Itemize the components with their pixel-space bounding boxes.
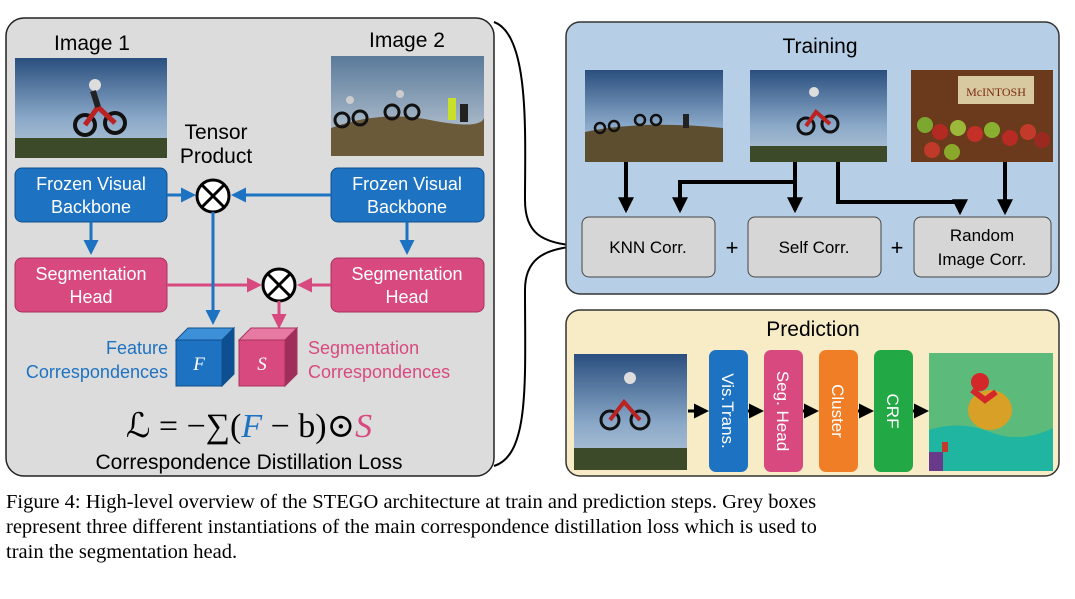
tensor-product-label-line1: Tensor — [184, 121, 247, 144]
prediction-step-crf: CRF — [874, 350, 913, 472]
loss-caption: Correspondence Distillation Loss — [96, 451, 403, 474]
tensor-product-label-line2: Product — [180, 145, 253, 168]
image1-label: Image 1 — [54, 32, 130, 55]
cube-f-label: F — [192, 354, 205, 375]
loss-mid: − b)⊙ — [262, 408, 355, 445]
figure-caption: Figure 4: High-level overview of the STE… — [6, 490, 1068, 565]
training-arrows — [618, 162, 1013, 216]
feature-corr-label-line1: Feature — [106, 338, 168, 358]
prediction-step-seg-head: Seg. Head — [764, 350, 803, 472]
step-seg-head-label: Seg. Head — [773, 371, 792, 451]
knn-corr-box: KNN Corr. — [581, 216, 716, 278]
seg-head-right-line1: Segmentation — [351, 264, 462, 284]
seg-corr-label-line2: Correspondences — [308, 362, 450, 382]
caption-line3: train the segmentation head. — [6, 541, 238, 563]
tensor-product-symbol-bottom — [261, 267, 297, 303]
seg-corr-label-line1: Segmentation — [308, 338, 419, 358]
training-image-2 — [750, 70, 887, 162]
loss-f: F — [240, 408, 263, 445]
image2-photo — [331, 56, 484, 156]
step-vis-trans-label: Vis.Trans. — [718, 373, 737, 449]
feature-correspondence-cube: F — [174, 326, 236, 388]
frozen-backbone-right-line2: Backbone — [367, 197, 447, 217]
segmentation-correspondence-cube: S — [237, 326, 299, 388]
prediction-input-image — [574, 354, 687, 470]
stego-architecture-diagram: Image 1 Image 2 Tensor Product Frozen Vi… — [5, 17, 1060, 477]
caption-line1: Figure 4: High-level overview of the STE… — [6, 491, 817, 513]
seg-head-right-line2: Head — [385, 287, 428, 307]
prediction-step-cluster: Cluster — [819, 350, 858, 472]
training-image-3-apples: McINTOSH — [911, 70, 1053, 162]
self-corr-label: Self Corr. — [779, 238, 850, 257]
image1-photo — [15, 58, 167, 158]
loss-s: S — [355, 408, 372, 445]
cube-s-label: S — [257, 354, 267, 375]
self-corr-box: Self Corr. — [747, 216, 882, 278]
random-image-corr-box: Random Image Corr. — [913, 216, 1052, 278]
segmentation-head-right: Segmentation Head — [330, 257, 485, 313]
frozen-backbone-left-line1: Frozen Visual — [36, 174, 146, 194]
plus-sign-1: + — [726, 235, 739, 260]
frozen-backbone-left: Frozen Visual Backbone — [14, 167, 168, 223]
segmentation-head-left: Segmentation Head — [14, 257, 168, 313]
training-image-1 — [585, 70, 723, 162]
feature-corr-label-line2: Correspondences — [26, 362, 168, 382]
knn-corr-label: KNN Corr. — [609, 238, 686, 257]
caption-line2: represent three different instantiations… — [6, 516, 817, 538]
plus-sign-2: + — [891, 235, 904, 260]
random-corr-label-line1: Random — [950, 226, 1014, 245]
step-crf-label: CRF — [883, 394, 902, 429]
tensor-product-symbol-top — [195, 178, 231, 214]
seg-head-left-line2: Head — [69, 287, 112, 307]
prediction-title: Prediction — [766, 318, 859, 341]
step-cluster-label: Cluster — [828, 384, 847, 438]
frozen-backbone-right: Frozen Visual Backbone — [330, 167, 485, 223]
image2-label: Image 2 — [369, 29, 445, 52]
loss-formula: ℒ = −∑(F − b)⊙S — [126, 408, 372, 445]
frozen-backbone-right-line1: Frozen Visual — [352, 174, 462, 194]
seg-head-left-line1: Segmentation — [35, 264, 146, 284]
training-title: Training — [782, 35, 857, 58]
random-corr-label-line2: Image Corr. — [938, 250, 1027, 269]
prediction-step-vis-trans: Vis.Trans. — [709, 350, 748, 472]
frozen-backbone-left-line2: Backbone — [51, 197, 131, 217]
apple-crate-sign: McINTOSH — [966, 85, 1026, 99]
loss-prefix: ℒ = −∑( — [126, 408, 241, 445]
prediction-output-segmentation — [929, 353, 1053, 471]
